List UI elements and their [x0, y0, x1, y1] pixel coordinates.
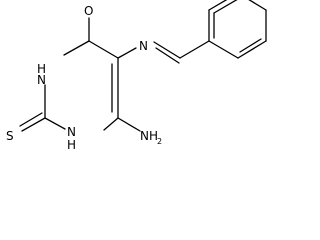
atom-h-bottom: H [67, 138, 76, 152]
atom-n-imine: N [139, 39, 148, 53]
bond-c6-nh2 [117, 117, 141, 132]
bond-c2-n1 [44, 117, 66, 130]
molecule-diagram: O N S H N N H NH 2 [6, 0, 267, 152]
atom-nh-bottom: N H [67, 125, 76, 152]
bond-ph-4 [237, 40, 267, 59]
atom-nh2-main: NH [140, 129, 158, 143]
atom-n-bottom: N [67, 125, 76, 139]
bond-ph-3 [208, 40, 239, 59]
bond-n1-c6 [103, 117, 119, 131]
bond-c4-c5 [88, 40, 119, 59]
atom-n-top: N [37, 73, 46, 87]
bond-n-ch-double [155, 47, 180, 64]
bond-ph-2-double [213, 0, 238, 14]
bond-c4-n3 [63, 40, 90, 56]
atom-h-top: H [37, 62, 46, 76]
atom-nh2-sub: 2 [157, 137, 162, 146]
atom-nh2: NH 2 [140, 129, 162, 146]
bond-c2-s [21, 117, 46, 132]
bond-ph-2 [208, 0, 228, 11]
bond-ch-ph [179, 40, 210, 59]
bond-n-ch [153, 41, 181, 59]
structure-canvas: O N S H N N H NH 2 [6, 0, 267, 152]
atom-o: O [84, 4, 93, 18]
bond-c2-s-double [19, 112, 43, 127]
atom-s: S [6, 129, 14, 143]
atom-nh-top: H N [37, 62, 46, 87]
bond-ph-6 [248, 0, 267, 11]
bond-c5-n [117, 47, 137, 59]
bond-ph-4-double [239, 38, 262, 53]
